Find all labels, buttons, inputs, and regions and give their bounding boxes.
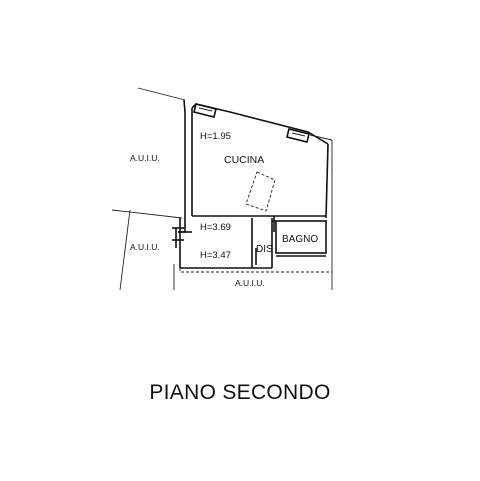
label-height-low: H=3.47 <box>200 250 231 261</box>
floor-title: PIANO SECONDO <box>149 381 331 404</box>
label-bagno: BAGNO <box>282 234 318 245</box>
label-auiu-bottom: A.U.I.U. <box>235 278 265 288</box>
door-bath <box>272 216 276 232</box>
label-auiu-left-upper: A.U.I.U. <box>130 153 160 163</box>
label-dis: DIS <box>256 244 273 255</box>
window-left <box>193 103 217 118</box>
label-auiu-left-lower: A.U.I.U. <box>130 242 160 252</box>
unit-walls <box>178 99 329 269</box>
skylight-outline <box>245 171 276 212</box>
door-left <box>172 227 184 248</box>
context-lines <box>111 87 333 291</box>
label-height-mid: H=3.69 <box>200 222 231 233</box>
label-height-kitchen: H=1.95 <box>200 131 231 142</box>
window-right <box>286 128 310 143</box>
label-cucina: CUCINA <box>224 154 264 166</box>
boundary-dashed <box>179 268 332 273</box>
